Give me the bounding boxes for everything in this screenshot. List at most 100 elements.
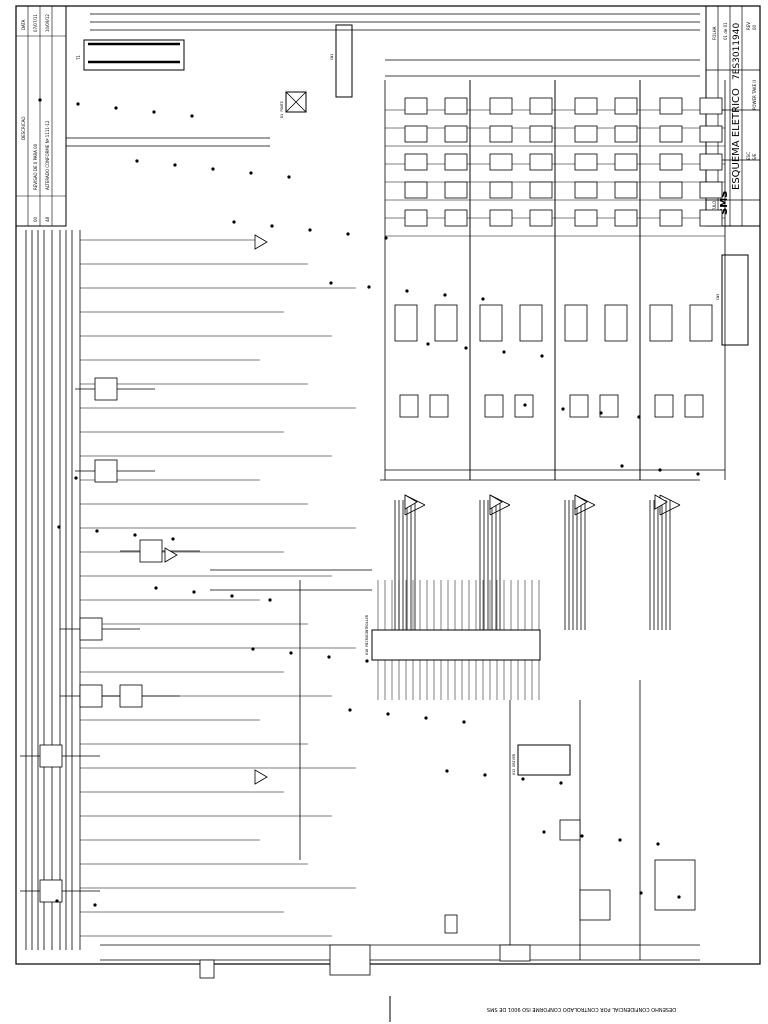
- components: [38, 97, 723, 979]
- rev-row-2-desc: ALTERADO CONFORME Nº 1111-12: [45, 120, 50, 190]
- mosfet: [574, 209, 598, 227]
- mosfet: [529, 125, 553, 143]
- rev-row-2-date: 10/09/12: [45, 14, 50, 32]
- opamp-symbol: [404, 494, 418, 510]
- junction-dot: [287, 175, 291, 179]
- mosfet: [404, 181, 428, 199]
- junction-dot: [230, 594, 234, 598]
- esc-value: S/E: [752, 153, 757, 160]
- junction-dot: [502, 350, 506, 354]
- mosfet: [574, 97, 598, 115]
- mosfet: [614, 209, 638, 227]
- bridge-rectifier: D1 PONTE: [280, 91, 307, 118]
- junction-dot: [270, 224, 274, 228]
- bridge-label: D1 PONTE: [280, 101, 284, 118]
- junction-dot: [289, 651, 293, 655]
- junction-dot: [308, 228, 312, 232]
- junction-dot: [249, 171, 253, 175]
- opamp-symbol: [254, 234, 268, 250]
- driver-block: [394, 304, 418, 342]
- transistor-pair: [684, 394, 704, 418]
- junction-dot: [559, 781, 563, 785]
- rev-row-1-date: 07/07/11: [33, 14, 38, 32]
- junction-dot: [348, 708, 352, 712]
- driver-block: [519, 304, 543, 342]
- junction-dot: [384, 236, 388, 240]
- junction-dot: [443, 293, 447, 297]
- bottom-connector: [199, 959, 215, 979]
- junction-dot: [211, 167, 215, 171]
- mosfet: [614, 125, 638, 143]
- junction-dot: [76, 102, 80, 106]
- driver-block: [434, 304, 458, 342]
- sheet-label: FOLHA: [712, 26, 717, 40]
- rev-row-2-rev: 48: [45, 216, 50, 222]
- junction-dot: [114, 106, 118, 110]
- junction-dot: [677, 895, 681, 899]
- junction-dot: [173, 163, 177, 167]
- sheet-border: [15, 5, 761, 965]
- junction-dot: [521, 777, 525, 781]
- rev-header-desc: DESCRICAO: [21, 116, 26, 140]
- junction-dot: [346, 232, 350, 236]
- junction-dot: [462, 720, 466, 724]
- ic-block: [119, 684, 143, 708]
- mosfet: [444, 125, 468, 143]
- junction-dot: [445, 769, 449, 773]
- junction-dot: [542, 830, 546, 834]
- ic-block: [39, 879, 63, 903]
- opamp-symbol: [489, 494, 503, 510]
- junction-dot: [696, 472, 700, 476]
- junction-dot: [639, 891, 643, 895]
- drawing-title: ESQUEMA ELETRICO: [731, 88, 742, 190]
- junction-dot: [483, 773, 487, 777]
- rev-row-1-rev: 00: [33, 216, 38, 222]
- junction-dot: [152, 110, 156, 114]
- mosfet: [489, 153, 513, 171]
- transistor-pair: [569, 394, 589, 418]
- junction-dot: [133, 533, 137, 537]
- mosfet: [614, 153, 638, 171]
- model-label: POWER TAKE II: [752, 80, 757, 110]
- driver-ic: U12 DRIVER: [512, 744, 571, 776]
- mosfet: [614, 181, 638, 199]
- junction-dot: [658, 468, 662, 472]
- opamp-symbol: [654, 494, 668, 510]
- junction-dot: [424, 716, 428, 720]
- mosfet: [444, 97, 468, 115]
- junction-dot: [523, 403, 527, 407]
- output-connector: CN5: [716, 254, 749, 346]
- junction-dot: [618, 838, 622, 842]
- junction-dot: [365, 659, 369, 663]
- junction-dot: [190, 114, 194, 118]
- mosfet: [444, 181, 468, 199]
- junction-dot: [405, 289, 409, 293]
- mosfet: [404, 209, 428, 227]
- junction-dot: [656, 842, 660, 846]
- junction-dot: [580, 834, 584, 838]
- junction-dot: [481, 297, 485, 301]
- junction-dot: [251, 647, 255, 651]
- mosfet: [489, 209, 513, 227]
- junction-dot: [426, 342, 430, 346]
- driver-block: [689, 304, 713, 342]
- junction-dot: [599, 411, 603, 415]
- esc-label: ESC: [746, 152, 751, 160]
- mosfet: [529, 153, 553, 171]
- rev-value: 00: [752, 24, 757, 30]
- junction-dot: [154, 586, 158, 590]
- mosfet: [659, 125, 683, 143]
- junction-dot: [540, 354, 544, 358]
- transistor-pair: [399, 394, 419, 418]
- microcontroller-ic: U10 MICROCONTROLLER: [365, 614, 541, 661]
- mosfet: [659, 97, 683, 115]
- company-logo: SMS: [719, 191, 730, 215]
- mosfet: [574, 125, 598, 143]
- junction-dot: [464, 346, 468, 350]
- wiring: [20, 13, 726, 961]
- junction-dot: [620, 464, 624, 468]
- mosfet: [404, 153, 428, 171]
- junction-dot: [55, 899, 59, 903]
- ic-block: [39, 744, 63, 768]
- mosfet: [699, 97, 723, 115]
